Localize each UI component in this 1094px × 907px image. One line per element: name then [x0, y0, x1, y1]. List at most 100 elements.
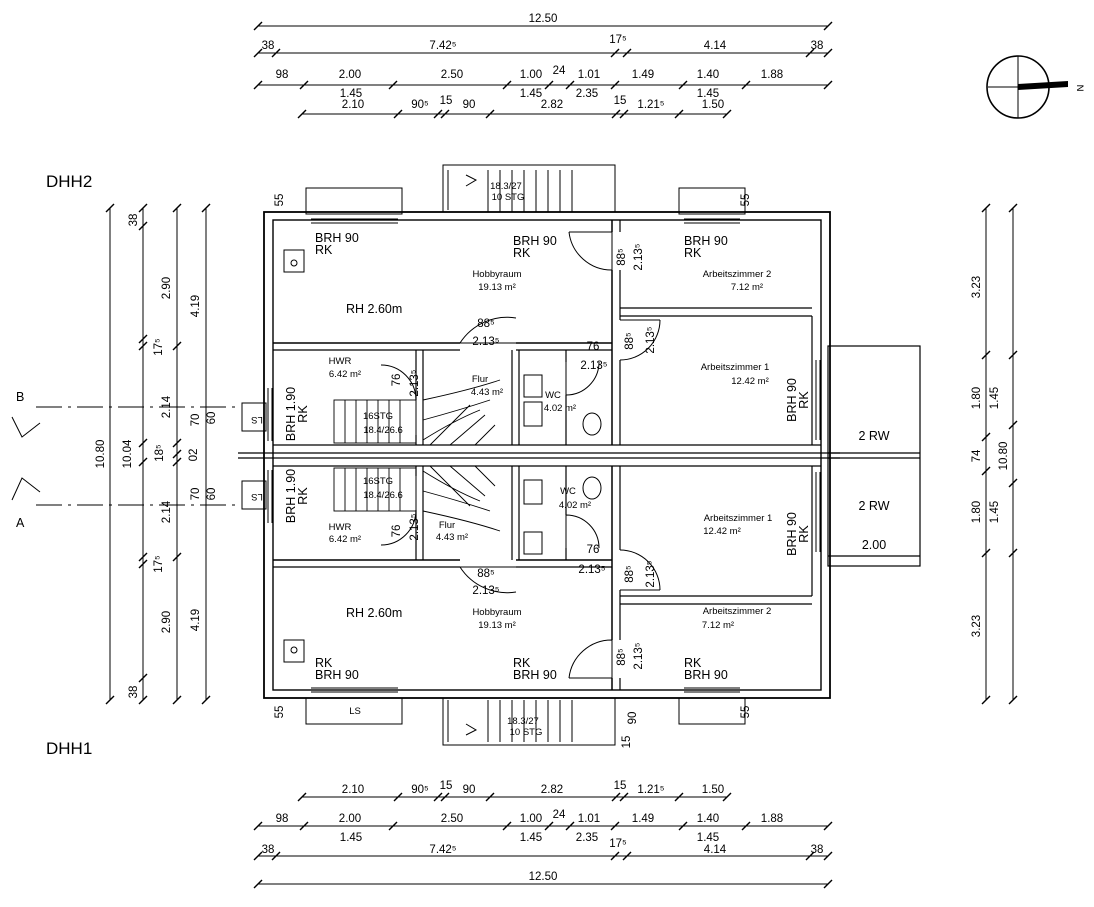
dim-bottom-r2: 1.49 — [632, 813, 654, 825]
dim-top-r3: 2.50 — [441, 69, 463, 81]
lower-ext-stairs-size: 18.3/27 — [507, 716, 539, 727]
upper-ls-label: LS — [251, 414, 263, 425]
dim-right-c1: 3.23 — [971, 615, 983, 637]
dim-bottom-r1: 2.82 — [541, 784, 563, 796]
dim-right-c2: 1.45 — [989, 387, 1001, 409]
dim-top-r4: 2.10 — [342, 99, 364, 111]
upper-flur: Flur — [472, 374, 488, 385]
upper-brh-c: BRH 90 — [684, 234, 728, 248]
lower-rk-b: RK — [513, 656, 531, 670]
lower-ls-label: LS — [251, 491, 263, 502]
dim-top-r3b: 1.45 — [697, 88, 719, 100]
dim-top-r3: 2.00 — [339, 69, 361, 81]
external-stairs — [442, 164, 616, 746]
dim-left-c2: 4.19 — [190, 295, 202, 317]
upper-door-dim: 2.13⁵ — [633, 243, 645, 270]
upper-house-labels: BRH 90 RK BRH 90 RK BRH 90 RK RH 2.60m H… — [251, 181, 811, 441]
dim-bottom-r2: 1.00 — [520, 813, 542, 825]
dim-bottom-r1: 15 — [440, 780, 453, 792]
dim-left-c2: 4.19 — [190, 609, 202, 631]
upper-door-dim: 76 — [391, 374, 403, 387]
lower-door-dim: 2.13⁵ — [633, 642, 645, 669]
lower-brh-a: BRH 90 — [315, 668, 359, 682]
lower-brh-vertical-2: BRH 90 — [785, 512, 799, 556]
dim-top-r2: 7.42⁵ — [429, 40, 456, 52]
upper-door-dim: 2.13⁵ — [472, 336, 499, 348]
dim-bottom-r2: 2.50 — [441, 813, 463, 825]
dhh1-label: DHH1 — [46, 739, 92, 758]
upper-door-dim: 76 — [587, 341, 600, 353]
lower-ext-stairs-count: 10 STG — [510, 727, 543, 738]
section-b-label: B — [16, 390, 24, 404]
lower-door-dim: 88⁵ — [616, 648, 628, 666]
dim-bottom-r2: 1.01 — [578, 813, 600, 825]
dim-bottom-r2b: 1.45 — [340, 832, 362, 844]
dim-left-c1: 38 — [128, 686, 140, 699]
dim-right-c2: 10.80 — [998, 442, 1010, 471]
upper-brh-a: BRH 90 — [315, 231, 359, 245]
upper-rk-vertical-2: RK — [797, 391, 811, 409]
lower-hobbyraum: Hobbyraum — [472, 607, 521, 618]
windows — [241, 187, 821, 725]
dim-top-r4: 1.21⁵ — [637, 99, 664, 111]
upper-wc-area: 4.02 m² — [544, 403, 576, 414]
lower-rk-a: RK — [315, 656, 333, 670]
upper-hobbyraum-area: 19.13 m² — [478, 282, 516, 293]
lower-stairs-count: 16STG — [363, 476, 393, 487]
dim-bottom-r2: 1.88 — [761, 813, 783, 825]
dim-left-c1: 38 — [128, 214, 140, 227]
door-swings — [380, 231, 661, 679]
dim-left-c2: 02 — [188, 449, 200, 462]
dim-bottom-r3: 4.14 — [704, 844, 727, 856]
dim-left-mid: 10.04 — [122, 439, 134, 468]
lower-door-dim: 2.13⁵ — [409, 513, 421, 540]
upper-stairs-size: 18.4/26.6 — [363, 425, 403, 436]
dim-top-r3: 1.01 — [578, 69, 600, 81]
dim-bottom-total: 12.50 — [529, 871, 558, 883]
upper-window-dim: 55 — [740, 194, 752, 207]
lower-ls-window-label: LS — [349, 706, 361, 717]
dim-bottom-r2: 98 — [276, 813, 289, 825]
lower-window-dim: 55 — [740, 706, 752, 719]
dim-bottom-r3: 17⁵ — [609, 838, 627, 850]
upper-rk-vertical-1: RK — [296, 405, 310, 423]
rw-lower-label: 2 RW — [858, 499, 889, 513]
dim-left-c1: 2.14 — [161, 500, 173, 523]
lower-door-dim: 2.13⁵ — [472, 585, 499, 597]
dim-bottom-r2: 2.00 — [339, 813, 361, 825]
lower-wc: WC — [560, 486, 576, 497]
lower-door-dim: 2.13⁵ — [645, 560, 657, 587]
upper-door-dim: 88⁵ — [477, 318, 495, 330]
lower-door-dim: 88⁵ — [477, 568, 495, 580]
upper-room-height: RH 2.60m — [346, 302, 402, 316]
dim-top-r4: 2.82 — [541, 99, 563, 111]
dim-top-r3: 1.88 — [761, 69, 783, 81]
upper-door-dim: 2.13⁵ — [645, 326, 657, 353]
dim-top-r4: 15 — [614, 95, 627, 107]
upper-arbeitszimmer-1-area: 12.42 m² — [731, 376, 769, 387]
dim-bottom-r2: 1.40 — [697, 813, 719, 825]
dim-right-c1: 1.80 — [971, 501, 983, 523]
dim-top-r4: 1.50 — [702, 99, 724, 111]
rw-width-dim: 2.00 — [862, 538, 886, 552]
dim-bottom-r2b: 2.35 — [576, 832, 598, 844]
upper-door-dim: 88⁵ — [616, 248, 628, 266]
upper-door-dim: 2.13⁵ — [409, 369, 421, 396]
lower-arbeitszimmer-2: Arbeitszimmer 2 — [703, 606, 772, 617]
dim-bottom-r1: 1.50 — [702, 784, 724, 796]
upper-brh-vertical-1: BRH 1.90 — [284, 387, 298, 441]
north-arrow-icon: N — [986, 55, 1085, 119]
dim-top-r3b: 1.45 — [520, 88, 542, 100]
dim-top-total: 12.50 — [529, 13, 558, 25]
dim-left-c1: 2.90 — [161, 277, 173, 299]
dim-right-c1: 74 — [971, 449, 983, 462]
dim-top-r4: 90⁵ — [411, 99, 429, 111]
dim-top-r3: 98 — [276, 69, 289, 81]
lower-door-dim: 76 — [587, 544, 600, 556]
right-dimension-texts: 3.23 1.80 74 1.80 3.23 1.45 10.80 1.45 — [971, 276, 1010, 637]
lower-door-dim: 76 — [391, 525, 403, 538]
dim-bottom-r1: 90 — [463, 784, 476, 796]
dim-left-c1: 17⁵ — [153, 555, 165, 573]
lower-rk-vertical-1: RK — [296, 487, 310, 505]
dim-left-c2: 70 — [190, 488, 202, 501]
